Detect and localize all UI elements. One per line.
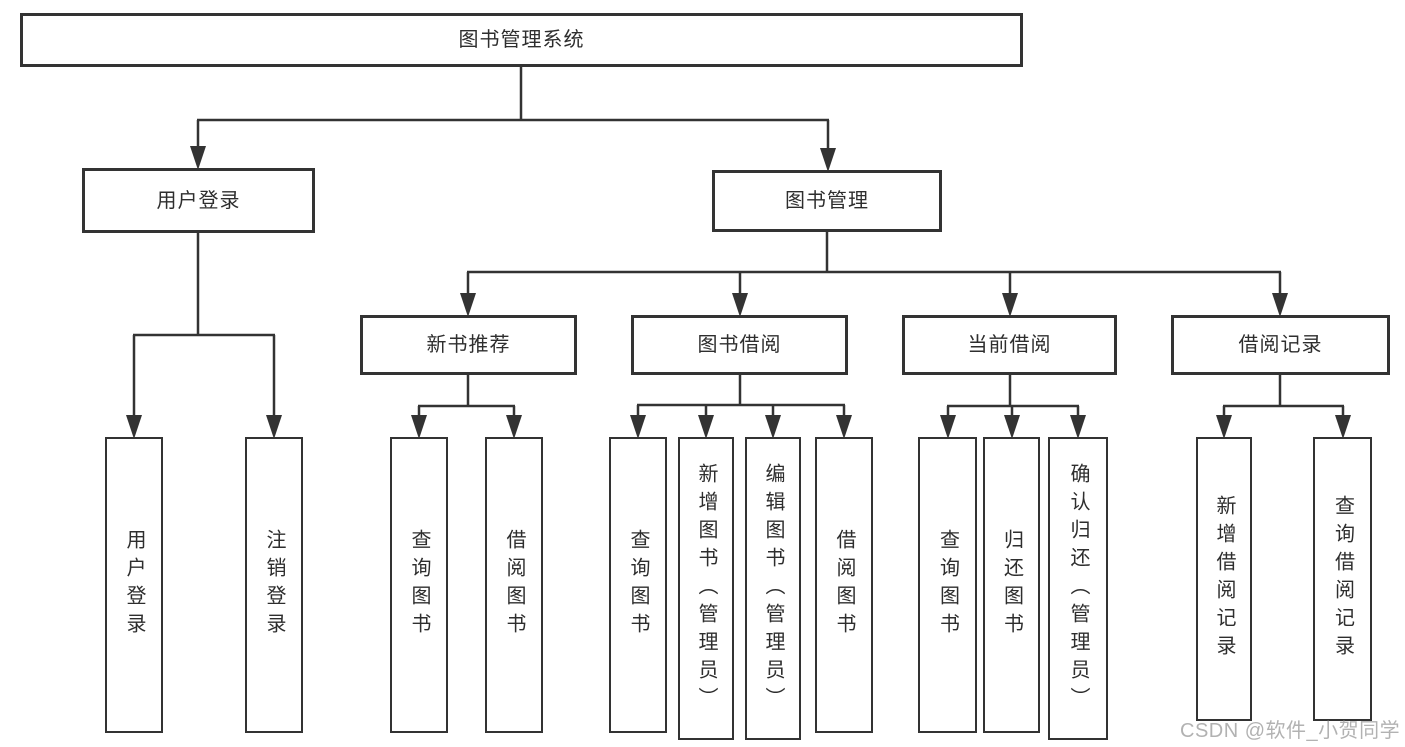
leaf-label: 借阅图书 (833, 529, 855, 641)
leaf-label: 确认归还（管理员） (1067, 462, 1089, 715)
leaf-label: 查询图书 (627, 529, 649, 641)
leaf-label: 新增借阅记录 (1213, 495, 1235, 663)
node-book-borrowing: 图书借阅 (631, 315, 848, 375)
leaf-borrow-books: 借阅图书 (485, 437, 543, 733)
node-label: 当前借阅 (967, 334, 1052, 356)
leaf-return-books: 归还图书 (983, 437, 1040, 733)
leaf-label: 新增图书（管理员） (695, 462, 717, 715)
node-label: 图书管理 (785, 190, 869, 212)
leaf-label: 编辑图书（管理员） (762, 462, 784, 715)
leaf-label: 查询图书 (936, 529, 959, 641)
leaf-query-books: 查询图书 (609, 437, 667, 733)
arrowhead-icons (126, 146, 1351, 439)
leaf-user-login: 用户登录 (105, 437, 163, 733)
leaf-label: 注销登录 (263, 529, 285, 641)
node-book-management: 图书管理 (712, 170, 942, 232)
node-label: 新书推荐 (426, 334, 511, 356)
leaf-label: 借阅图书 (503, 529, 525, 641)
leaf-edit-books-admin: 编辑图书（管理员） (745, 437, 801, 740)
node-label: 借阅记录 (1238, 334, 1323, 356)
leaf-query-borrow-record: 查询借阅记录 (1313, 437, 1372, 721)
leaf-label: 用户登录 (123, 529, 145, 641)
leaf-label: 查询图书 (408, 529, 430, 641)
csdn-watermark: CSDN @软件_小贺同学 (1180, 720, 1401, 742)
node-label: 用户登录 (156, 189, 241, 212)
leaf-label: 归还图书 (1000, 529, 1023, 641)
leaf-add-books-admin: 新增图书（管理员） (678, 437, 734, 740)
leaf-add-borrow-record: 新增借阅记录 (1196, 437, 1252, 721)
node-new-book-recommendation: 新书推荐 (360, 315, 577, 375)
node-label: 图书借阅 (697, 334, 782, 356)
node-root-system: 图书管理系统 (20, 13, 1023, 67)
leaf-query-books: 查询图书 (390, 437, 448, 733)
node-user-login: 用户登录 (82, 168, 315, 233)
leaf-confirm-return-admin: 确认归还（管理员） (1048, 437, 1108, 740)
leaf-borrow-books: 借阅图书 (815, 437, 873, 733)
leaf-logout: 注销登录 (245, 437, 303, 733)
node-current-borrowing: 当前借阅 (902, 315, 1117, 375)
node-label: 图书管理系统 (458, 29, 585, 51)
leaf-label: 查询借阅记录 (1331, 495, 1354, 663)
node-borrowing-records: 借阅记录 (1171, 315, 1390, 375)
leaf-query-books: 查询图书 (918, 437, 977, 733)
